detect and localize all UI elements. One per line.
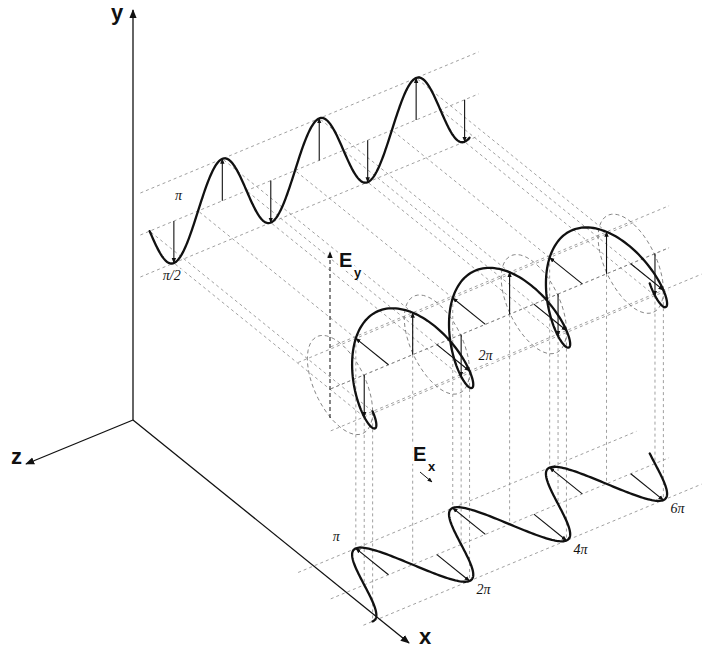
field-vector bbox=[356, 338, 389, 364]
guide-line bbox=[469, 371, 470, 581]
dashed-circle bbox=[307, 335, 372, 434]
guide-line bbox=[222, 159, 412, 313]
axis-label: z bbox=[10, 446, 23, 468]
field-vector bbox=[464, 100, 465, 142]
guide-line bbox=[198, 211, 356, 338]
wave-curve bbox=[150, 77, 470, 263]
field-label: E bbox=[338, 250, 353, 270]
guide-line bbox=[412, 313, 413, 565]
guide-line bbox=[247, 191, 470, 371]
guide-line bbox=[319, 118, 509, 272]
guide-line bbox=[140, 52, 478, 193]
field-vector bbox=[606, 232, 607, 274]
axis-line bbox=[420, 472, 432, 482]
phase-label: 4π bbox=[572, 543, 588, 557]
axis-label: y bbox=[110, 2, 124, 24]
guide-line bbox=[549, 258, 550, 468]
field-vector bbox=[453, 298, 486, 324]
wave-curve bbox=[352, 227, 667, 428]
field-vector bbox=[270, 181, 271, 223]
guide-line bbox=[343, 150, 566, 330]
guide-line bbox=[363, 484, 701, 625]
guide-line bbox=[509, 272, 510, 524]
guide-line bbox=[331, 458, 669, 599]
dashed-circle bbox=[598, 214, 663, 313]
guide-line bbox=[663, 290, 664, 500]
guide-line bbox=[566, 331, 567, 541]
axis-line bbox=[26, 420, 133, 464]
guide-line bbox=[140, 94, 478, 235]
phase-label: π bbox=[174, 189, 183, 203]
field-vector bbox=[412, 313, 413, 355]
axis-line bbox=[133, 420, 409, 643]
field-vector bbox=[631, 264, 664, 290]
wave-curve bbox=[352, 453, 667, 621]
guide-line bbox=[654, 296, 655, 464]
field-subscript: y bbox=[353, 266, 362, 279]
guide-line bbox=[368, 182, 558, 336]
guide-line bbox=[392, 130, 550, 257]
coordinate-axes bbox=[26, 10, 432, 643]
field-vector bbox=[364, 375, 365, 417]
field-vector bbox=[173, 221, 174, 263]
field-vector bbox=[222, 159, 223, 201]
guide-line bbox=[465, 142, 655, 296]
field-vector bbox=[319, 118, 320, 160]
phase-label: 2π bbox=[476, 583, 492, 597]
guide-line bbox=[416, 78, 606, 232]
dashed-circle bbox=[404, 295, 469, 394]
guide-line bbox=[440, 110, 663, 290]
guide-line bbox=[461, 376, 462, 544]
guide-line bbox=[558, 336, 559, 504]
wave-curves bbox=[150, 77, 667, 621]
phase-label: 6π bbox=[669, 502, 685, 516]
dashed-circle bbox=[501, 255, 566, 354]
guide-lines bbox=[140, 52, 701, 625]
guide-line bbox=[150, 231, 373, 411]
field-vectors bbox=[174, 78, 664, 581]
guide-line bbox=[174, 263, 364, 417]
field-vector bbox=[550, 258, 583, 284]
phase-label: π bbox=[332, 530, 341, 544]
field-vector bbox=[509, 272, 510, 314]
field-label: E bbox=[412, 444, 427, 464]
guide-line bbox=[364, 417, 365, 585]
guide-line bbox=[271, 223, 461, 377]
axis-line bbox=[330, 252, 331, 418]
axis-line bbox=[132, 10, 133, 420]
guide-line bbox=[452, 298, 453, 508]
phase-label: π/2 bbox=[162, 269, 182, 283]
guide-line bbox=[355, 338, 356, 548]
field-vector bbox=[416, 78, 417, 120]
phase-label: 2π bbox=[478, 349, 494, 363]
guide-line bbox=[372, 411, 373, 621]
field-subscript: x bbox=[427, 460, 436, 473]
guide-line bbox=[295, 171, 453, 298]
guide-line bbox=[606, 232, 607, 484]
guide-line bbox=[298, 221, 636, 362]
guide-line bbox=[298, 431, 636, 572]
axis-label: x bbox=[418, 626, 432, 648]
field-vector bbox=[367, 140, 368, 182]
